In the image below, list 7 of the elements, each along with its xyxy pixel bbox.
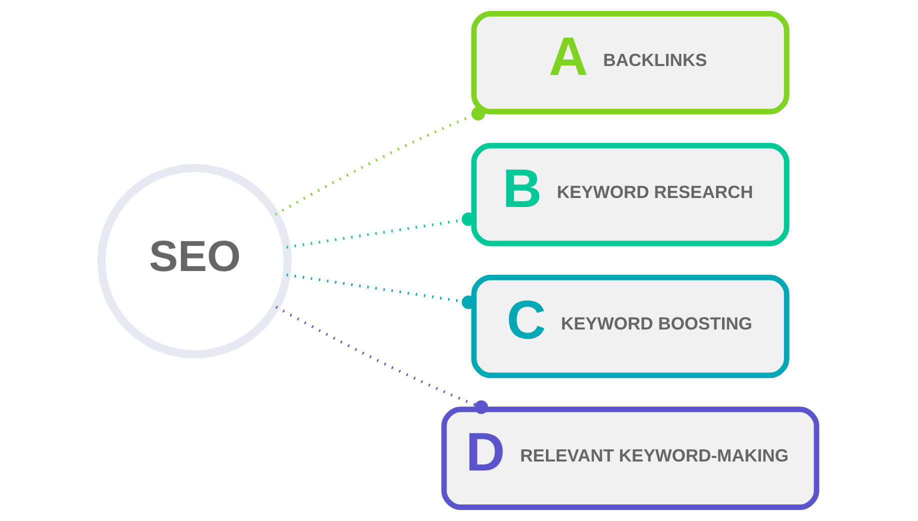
node-box: A BACKLINKS [471,11,790,114]
connector [275,306,488,414]
node-circle: SEO [97,164,292,358]
connector [274,106,485,216]
node-box: B KEYWORD RESEARCH [471,142,790,246]
node-box: C KEYWORD BOOSTING [471,274,790,378]
node-box: D RELEVANT KEYWORD-MAKING [441,406,820,510]
